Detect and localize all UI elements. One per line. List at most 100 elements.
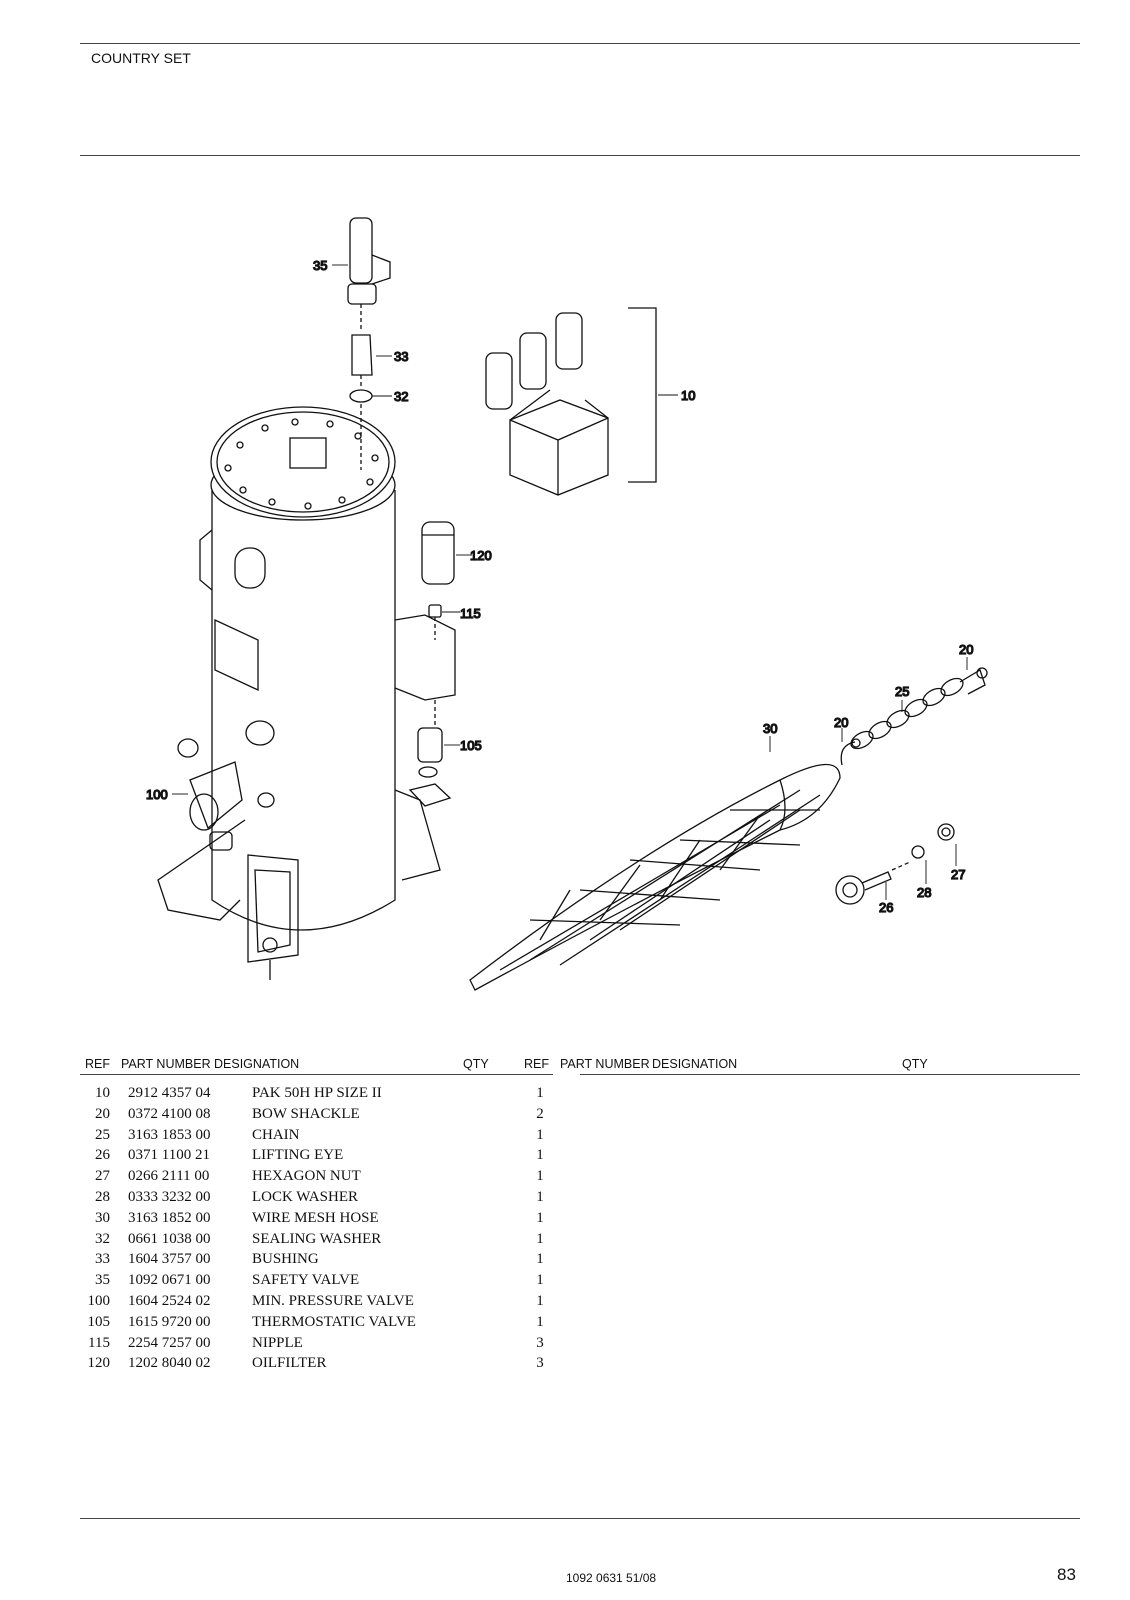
callout-20-shackle-right: 20 bbox=[959, 642, 973, 657]
row-designation: LIFTING EYE bbox=[252, 1147, 344, 1164]
row-qty: 1 bbox=[536, 1251, 544, 1268]
callout-100: 100 bbox=[146, 787, 168, 802]
table-row: 27 0266 2111 00 HEXAGON NUT 1 bbox=[80, 1168, 560, 1189]
row-designation: CHAIN bbox=[252, 1126, 300, 1143]
row-ref: 35 bbox=[95, 1272, 110, 1289]
row-designation: OILFILTER bbox=[252, 1355, 327, 1372]
row-part-number: 0372 4100 08 bbox=[128, 1105, 211, 1122]
row-ref: 115 bbox=[88, 1334, 110, 1351]
row-qty: 1 bbox=[536, 1313, 544, 1330]
callout-120: 120 bbox=[470, 548, 492, 563]
row-part-number: 1092 0671 00 bbox=[128, 1272, 211, 1289]
callout-25: 25 bbox=[895, 684, 909, 699]
row-ref: 33 bbox=[95, 1251, 110, 1268]
row-ref: 27 bbox=[95, 1168, 110, 1185]
table-row: 30 3163 1852 00 WIRE MESH HOSE 1 bbox=[80, 1210, 560, 1231]
callout-leaders bbox=[172, 264, 968, 900]
row-designation: BUSHING bbox=[252, 1251, 319, 1268]
oil-filter-nipple bbox=[421, 521, 455, 640]
row-qty: 2 bbox=[536, 1105, 544, 1122]
filter-kit bbox=[485, 307, 657, 496]
row-part-number: 0266 2111 00 bbox=[128, 1168, 210, 1185]
callout-20-shackle-left: 20 bbox=[834, 715, 848, 730]
header-part-number-right: PART NUMBER bbox=[560, 1057, 650, 1071]
header-designation-right: DESIGNATION bbox=[652, 1057, 738, 1071]
row-part-number: 1615 9720 00 bbox=[128, 1313, 211, 1330]
row-part-number: 1604 3757 00 bbox=[128, 1251, 211, 1268]
callout-26: 26 bbox=[879, 900, 893, 915]
oil-separator-vessel bbox=[157, 406, 456, 980]
table-row: 115 2254 7257 00 NIPPLE 3 bbox=[80, 1335, 560, 1356]
header-bottom-rule bbox=[80, 155, 1080, 156]
header-part-number: PART NUMBER bbox=[121, 1057, 211, 1071]
callout-35: 35 bbox=[313, 258, 327, 273]
document-number: 1092 0631 51/08 bbox=[566, 1571, 657, 1585]
callout-115: 115 bbox=[460, 606, 481, 621]
row-ref: 20 bbox=[95, 1105, 110, 1122]
row-part-number: 0371 1100 21 bbox=[128, 1147, 210, 1164]
row-ref: 105 bbox=[87, 1313, 111, 1330]
header-qty-right: QTY bbox=[902, 1057, 928, 1071]
row-ref: 10 bbox=[95, 1085, 110, 1101]
parts-illustration: 35 33 32 10 120 115 105 100 30 20 25 20 … bbox=[145, 217, 988, 991]
row-designation: MIN. PRESSURE VALVE bbox=[252, 1292, 414, 1309]
section-title: COUNTRY SET bbox=[91, 50, 191, 66]
page-number: 83 bbox=[1057, 1565, 1076, 1584]
callout-30: 30 bbox=[763, 721, 777, 736]
row-qty: 1 bbox=[536, 1085, 544, 1101]
table-header-rule-left bbox=[80, 1074, 553, 1075]
row-designation: NIPPLE bbox=[252, 1334, 303, 1351]
row-qty: 1 bbox=[536, 1168, 544, 1185]
header-qty: QTY bbox=[463, 1057, 489, 1071]
row-ref: 30 bbox=[95, 1209, 110, 1226]
row-ref: 26 bbox=[95, 1147, 110, 1164]
row-qty: 1 bbox=[536, 1230, 544, 1247]
table-row: 20 0372 4100 08 BOW SHACKLE 2 bbox=[80, 1106, 560, 1127]
table-row: 25 3163 1853 00 CHAIN 1 bbox=[80, 1127, 560, 1148]
callout-105: 105 bbox=[460, 738, 482, 753]
row-part-number: 1604 2524 02 bbox=[128, 1292, 211, 1309]
min-pressure-valve bbox=[189, 761, 243, 851]
row-part-number: 2912 4357 04 bbox=[128, 1085, 211, 1101]
table-header-rule-right bbox=[580, 1074, 1080, 1075]
callout-33: 33 bbox=[394, 349, 408, 364]
callout-28: 28 bbox=[917, 885, 931, 900]
row-part-number: 1202 8040 02 bbox=[128, 1355, 211, 1372]
row-qty: 1 bbox=[536, 1126, 544, 1143]
header-ref: REF bbox=[85, 1057, 110, 1071]
footer-rule bbox=[80, 1518, 1080, 1519]
row-part-number: 3163 1852 00 bbox=[128, 1209, 211, 1226]
row-designation: WIRE MESH HOSE bbox=[252, 1209, 379, 1226]
table-row: 33 1604 3757 00 BUSHING 1 bbox=[80, 1251, 560, 1272]
row-ref: 120 bbox=[87, 1355, 111, 1372]
row-designation: HEXAGON NUT bbox=[252, 1168, 361, 1185]
row-ref: 25 bbox=[95, 1126, 110, 1143]
row-designation: SEALING WASHER bbox=[252, 1230, 382, 1247]
header-ref-right: REF bbox=[524, 1057, 549, 1071]
row-designation: BOW SHACKLE bbox=[252, 1105, 360, 1122]
row-ref: 32 bbox=[95, 1230, 110, 1247]
callout-27: 27 bbox=[951, 867, 965, 882]
row-part-number: 2254 7257 00 bbox=[128, 1334, 211, 1351]
table-row: 32 0661 1038 00 SEALING WASHER 1 bbox=[80, 1231, 560, 1252]
row-qty: 1 bbox=[536, 1188, 544, 1205]
row-designation: LOCK WASHER bbox=[252, 1188, 358, 1205]
row-part-number: 0661 1038 00 bbox=[128, 1230, 211, 1247]
row-qty: 1 bbox=[536, 1272, 544, 1289]
row-ref: 100 bbox=[87, 1292, 111, 1309]
safety-valve-assembly bbox=[347, 217, 391, 470]
row-qty: 1 bbox=[536, 1147, 544, 1164]
thermostatic-valve bbox=[408, 700, 452, 807]
row-qty: 3 bbox=[536, 1334, 544, 1351]
top-rule bbox=[80, 43, 1080, 44]
row-qty: 1 bbox=[536, 1209, 544, 1226]
chain-and-shackles bbox=[840, 667, 988, 766]
row-part-number: 3163 1853 00 bbox=[128, 1126, 211, 1143]
wire-mesh-hose bbox=[469, 763, 841, 991]
